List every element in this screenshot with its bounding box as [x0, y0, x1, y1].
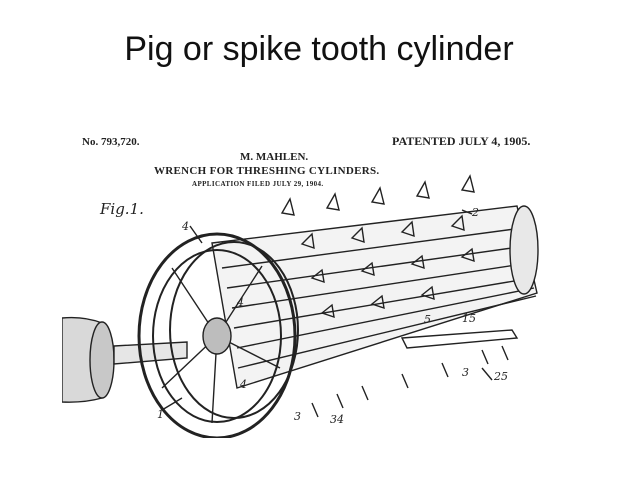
svg-text:3: 3 [462, 366, 469, 379]
svg-text:1: 1 [157, 408, 164, 421]
svg-text:3: 3 [294, 410, 301, 423]
patent-date: PATENTED JULY 4, 1905. [392, 134, 531, 148]
patent-title: WRENCH FOR THRESHING CYLINDERS. [154, 165, 380, 177]
svg-text:15: 15 [462, 312, 476, 325]
svg-text:4: 4 [181, 220, 189, 233]
cylinder-illustration: 4 2 1 3 34 3 25 5 15 4 4 [62, 174, 539, 438]
patent-drawing: No. 793,720. PATENTED JULY 4, 1905. M. M… [62, 118, 582, 438]
svg-text:2: 2 [471, 206, 479, 219]
svg-text:25: 25 [493, 370, 508, 383]
patent-filed: APPLICATION FILED JULY 29, 1904. [192, 180, 324, 188]
patent-number: No. 793,720. [82, 136, 140, 148]
figure-label: Fig.1. [100, 200, 144, 218]
svg-text:4: 4 [236, 296, 244, 309]
svg-text:34: 34 [330, 413, 344, 426]
patent-inventor: M. MAHLEN. [240, 151, 309, 163]
svg-text:4: 4 [239, 378, 247, 391]
svg-text:5: 5 [424, 313, 431, 326]
slide-title: Pig or spike tooth cylinder [124, 30, 514, 68]
